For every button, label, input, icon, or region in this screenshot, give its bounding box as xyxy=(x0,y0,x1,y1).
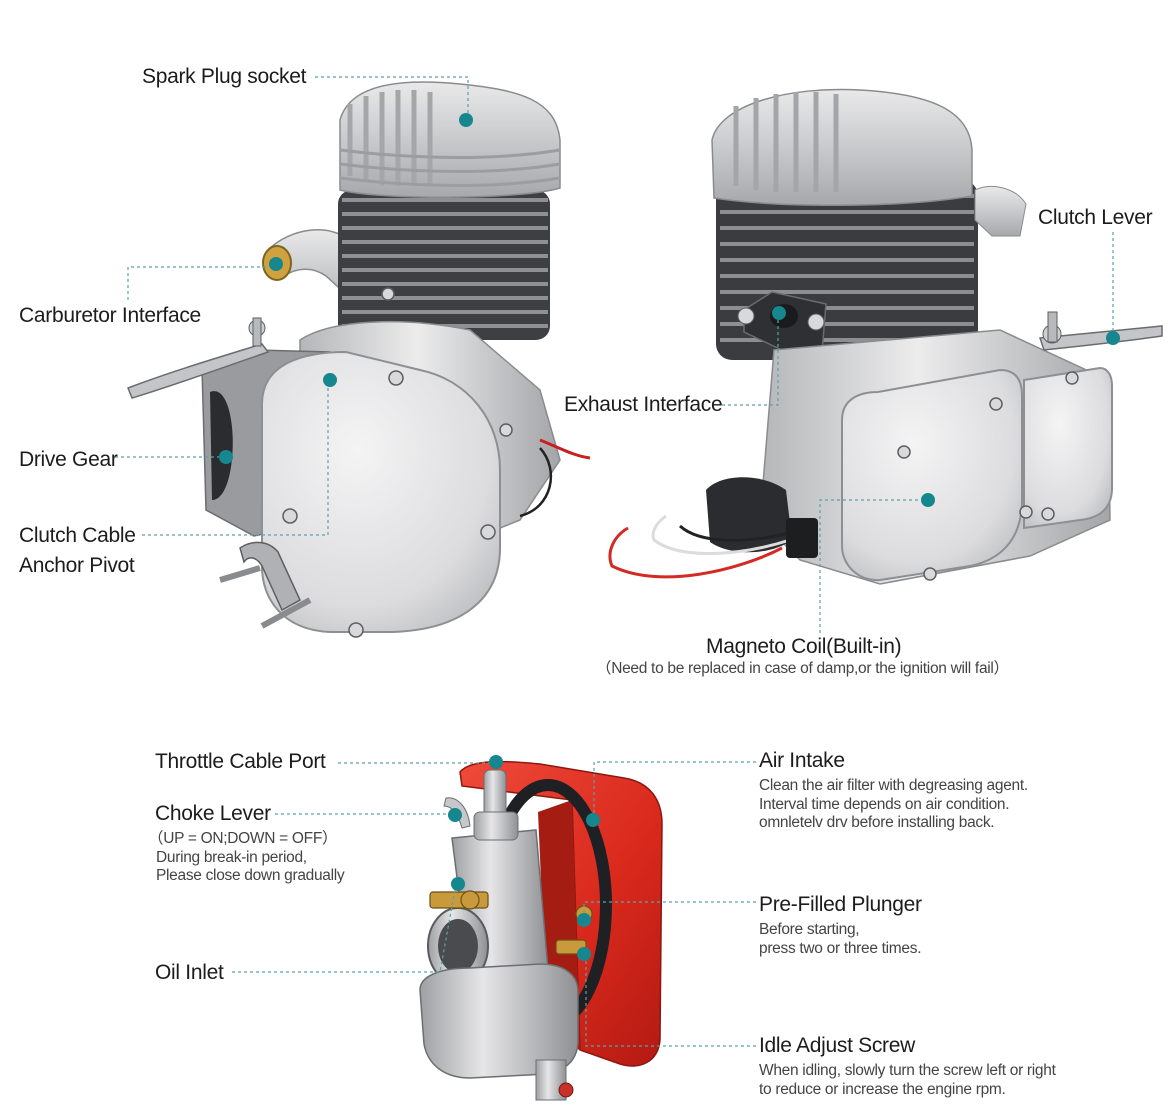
label-air-intake: Air Intake xyxy=(759,749,845,772)
note-plunger-line2: press two or three times. xyxy=(759,939,922,957)
label-carburetor-interface: Carburetor Interface xyxy=(19,304,201,327)
label-idle-adjust-screw: Idle Adjust Screw xyxy=(759,1034,915,1057)
note-air-line2: Interval time depends on air condition. xyxy=(759,795,1010,813)
note-choke-line3: Please close down gradually xyxy=(156,867,345,884)
label-throttle-cable-port: Throttle Cable Port xyxy=(155,750,326,773)
notes-choke-lever: （UP = ON;DOWN = OFF） During break-in per… xyxy=(148,830,345,886)
notes-air-intake: Clean the air filter with degreasing age… xyxy=(759,777,1028,833)
label-pre-filled-plunger: Pre-Filled Plunger xyxy=(759,893,922,916)
note-plunger-line1: Before starting, xyxy=(759,921,860,938)
left-engine-image xyxy=(127,81,591,638)
note-air-line1: Clean the air filter with degreasing age… xyxy=(759,777,1028,794)
notes-idle-adjust-screw: When idling, slowly turn the screw left … xyxy=(759,1062,1056,1099)
label-clutch-cable-line1: Clutch Cable xyxy=(19,524,136,547)
label-spark-plug-socket: Spark Plug socket xyxy=(142,65,307,88)
notes-pre-filled-plunger: Before starting, press two or three time… xyxy=(759,921,922,958)
leader-lines xyxy=(115,76,1114,1047)
carburetor-image xyxy=(419,760,663,1101)
label-clutch-cable-line2: Anchor Pivot xyxy=(19,554,135,577)
label-exhaust-interface: Exhaust Interface xyxy=(564,393,723,416)
label-oil-inlet: Oil Inlet xyxy=(155,961,224,984)
label-clutch-lever: Clutch Lever xyxy=(1038,206,1153,229)
note-choke-line2: During break-in period, xyxy=(156,848,307,866)
note-magneto-coil: （Need to be replaced in case of damp,or … xyxy=(596,660,1009,677)
note-idle-line2: to reduce or increase the engine rpm. xyxy=(759,1080,1006,1098)
label-magneto-coil: Magneto Coil(Built-in) xyxy=(706,635,902,658)
marker-dots xyxy=(219,113,1120,961)
note-air-line3: omnletelv drv before installing back. xyxy=(759,814,995,831)
label-drive-gear: Drive Gear xyxy=(19,448,118,471)
right-engine-image xyxy=(608,88,1163,585)
note-idle-line1: When idling, slowly turn the screw left … xyxy=(759,1062,1056,1079)
label-clutch-cable-anchor-pivot: Clutch Cable Anchor Pivot xyxy=(19,521,136,581)
label-choke-lever: Choke Lever xyxy=(155,802,271,825)
note-choke-line1: （UP = ON;DOWN = OFF） xyxy=(148,830,338,847)
